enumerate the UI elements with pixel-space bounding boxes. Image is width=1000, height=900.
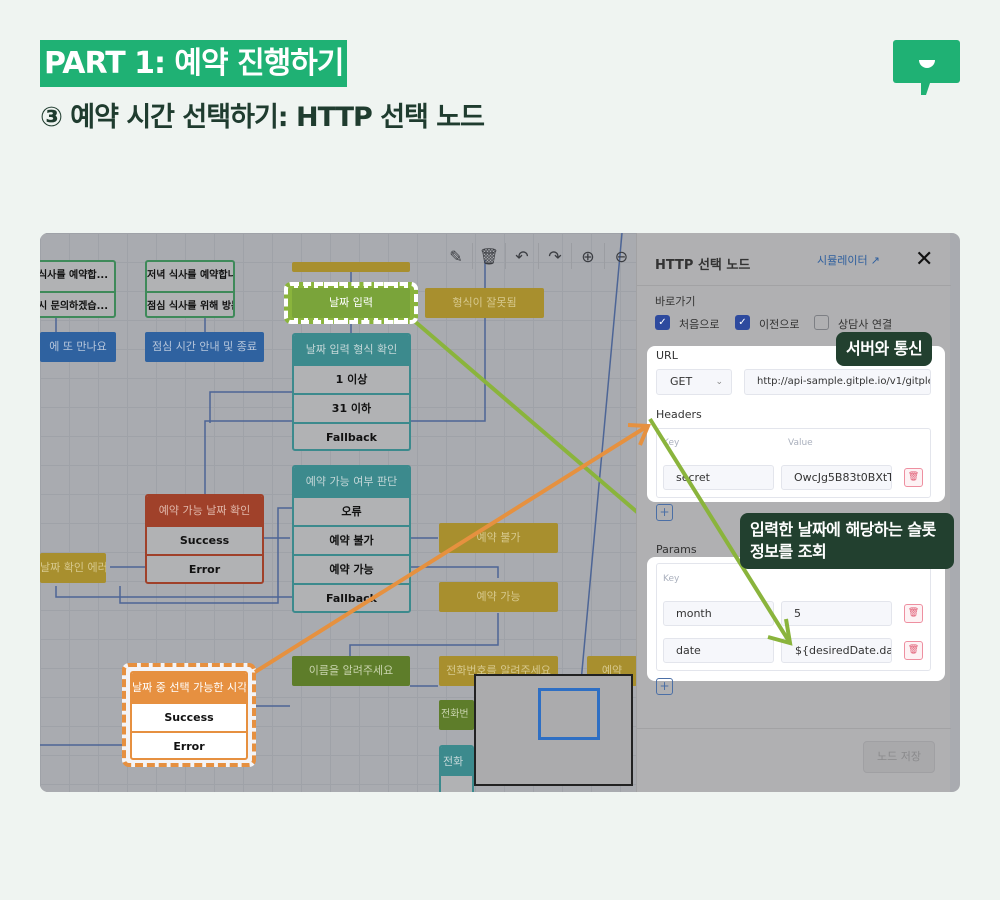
http-node-panel: HTTP 선택 노드 시뮬레이터 ↗ ✕ 바로가기 ✓ 처음으로 ✓ 이전으로 …	[636, 233, 951, 792]
chevron-down-icon: ⌄	[715, 377, 723, 387]
node-row: 시 문의하겠습...	[40, 291, 114, 316]
minimap[interactable]	[474, 674, 633, 786]
param-key-input[interactable]: month	[663, 601, 774, 626]
node-row: 점심 식사를 위해 방문 ...	[147, 291, 233, 316]
node-row: 예약 가능	[294, 554, 409, 583]
node-row: Fallback	[294, 422, 409, 449]
headers-label: Headers	[656, 408, 702, 421]
node-format-wrong[interactable]: 형식이 잘못됨	[425, 288, 544, 318]
param-key-input[interactable]: date	[663, 638, 774, 663]
trash-icon[interactable]: 🗑	[473, 243, 506, 269]
node-format-check[interactable]: 날짜 입력 형식 확인 1 이상 31 이하 Fallback	[292, 333, 411, 451]
undo-icon[interactable]: ↶	[506, 243, 539, 269]
callout-server: 서버와 통신	[836, 332, 933, 366]
simulator-link[interactable]: 시뮬레이터	[817, 254, 868, 267]
canvas-toolbar: ✎ 🗑 ↶ ↷ ⊕ ⊖	[440, 243, 638, 269]
key-column-header: Key	[663, 574, 680, 584]
node-available[interactable]: 예약 가능	[439, 582, 558, 612]
checkbox-previous[interactable]: ✓	[735, 315, 750, 330]
save-node-button[interactable]: 노드 저장	[863, 741, 935, 773]
node-row: 예약 불가	[294, 525, 409, 554]
node-time-select[interactable]: 날짜 중 선택 가능한 시각 Success Error	[130, 671, 248, 760]
node-title: 예약 가능 여부 판단	[294, 467, 409, 496]
add-header-button[interactable]: +	[656, 504, 673, 521]
node-title: 전화	[441, 747, 472, 776]
app-window: 식사를 예약합... 시 문의하겠습... 저녁 식사를 예약합니다. 점심 식…	[40, 233, 960, 792]
node-row: 31 이하	[294, 393, 409, 422]
node-partial[interactable]	[292, 262, 410, 272]
minimap-viewport[interactable]	[538, 688, 600, 740]
checkbox-agent[interactable]	[814, 315, 829, 330]
node-row: 저녁 식사를 예약합니다.	[147, 270, 233, 281]
headers-table	[656, 428, 931, 498]
node-end-b[interactable]: 점심 시간 안내 및 종료	[145, 332, 264, 362]
node-ask-name[interactable]: 이름을 알려주세요	[292, 656, 410, 686]
node-title: 예약 가능 날짜 확인	[147, 496, 262, 525]
node-date-error[interactable]: 날짜 확인 에러	[40, 553, 106, 583]
part-title: PART 1: 예약 진행하기	[40, 40, 348, 87]
add-param-button[interactable]: +	[656, 678, 673, 695]
header-value-input[interactable]: OwcJg5B83t0BXtT	[781, 465, 892, 490]
node-unavailable[interactable]: 예약 불가	[439, 523, 558, 553]
node-title: 날짜 입력 형식 확인	[294, 335, 409, 364]
orange-arrowhead	[627, 423, 651, 446]
node-available-date-check[interactable]: 예약 가능 날짜 확인 Success Error	[145, 494, 264, 584]
node-row: Error	[147, 554, 262, 582]
params-label: Params	[656, 543, 697, 556]
node-row: 식사를 예약합...	[40, 270, 109, 281]
node-phone-3[interactable]: 전화	[439, 745, 474, 792]
node-row: Success	[147, 525, 262, 554]
divider	[637, 728, 951, 729]
green-arrowhead	[767, 618, 793, 646]
node-availability-judge[interactable]: 예약 가능 여부 판단 오류 예약 불가 예약 가능 Fallback	[292, 465, 411, 613]
node-card-a[interactable]: 식사를 예약합... 시 문의하겠습...	[40, 260, 116, 318]
node-title: 날짜 중 선택 가능한 시각	[132, 673, 246, 702]
shortcut-label: 바로가기	[655, 295, 696, 308]
node-date-input[interactable]: 날짜 입력	[292, 288, 410, 318]
node-row: 1 이상	[294, 364, 409, 393]
checkbox-label: 상담사 연결	[838, 318, 893, 331]
checkbox-label: 이전으로	[759, 318, 800, 331]
panel-title: HTTP 선택 노드	[655, 258, 751, 273]
checkbox-label: 처음으로	[679, 318, 720, 331]
node-card-b[interactable]: 저녁 식사를 예약합니다. 점심 식사를 위해 방문 ...	[145, 260, 235, 318]
key-column-header: Key	[663, 438, 680, 448]
close-icon[interactable]: ✕	[915, 247, 934, 272]
node-row: 오류	[294, 496, 409, 525]
method-select[interactable]: GET ⌄	[656, 369, 732, 395]
chat-logo-icon	[893, 40, 960, 95]
orange-arrow	[253, 425, 648, 674]
annotation-arrows	[253, 417, 793, 674]
url-label: URL	[656, 349, 678, 362]
param-value-input[interactable]: ${desiredDate.data	[781, 638, 892, 663]
checkbox-first[interactable]: ✓	[655, 315, 670, 330]
node-row: Error	[132, 731, 246, 758]
divider	[637, 285, 951, 286]
callout-lookup: 입력한 날짜에 해당하는 슬롯 정보를 조회	[740, 513, 954, 569]
zoom-in-icon[interactable]: ⊕	[572, 243, 605, 269]
green-arrow	[648, 417, 792, 645]
value-column-header: Value	[788, 438, 813, 448]
connectors	[40, 233, 636, 746]
section-subtitle: ③ 예약 시간 선택하기: HTTP 선택 노드	[40, 102, 485, 133]
redo-icon[interactable]: ↷	[539, 243, 572, 269]
node-end-a[interactable]: 에 또 만나요	[40, 332, 116, 362]
node-phone-2[interactable]: 전화번	[439, 700, 474, 730]
zoom-out-icon[interactable]: ⊖	[614, 246, 629, 266]
simulator-link-wrap[interactable]: 시뮬레이터 ↗	[817, 252, 880, 268]
param-value-input[interactable]: 5	[781, 601, 892, 626]
delete-icon[interactable]: 🗑	[904, 468, 923, 487]
delete-icon[interactable]: 🗑	[904, 641, 923, 660]
delete-icon[interactable]: 🗑	[904, 604, 923, 623]
external-link-icon: ↗	[870, 253, 880, 267]
flow-canvas[interactable]: 식사를 예약합... 시 문의하겠습... 저녁 식사를 예약합니다. 점심 식…	[40, 233, 638, 792]
node-row: Success	[132, 702, 246, 731]
method-value: GET	[670, 375, 693, 388]
url-input[interactable]: http://api-sample.gitple.io/v1/gitple/r	[744, 369, 931, 395]
pencil-icon[interactable]: ✎	[440, 243, 473, 269]
